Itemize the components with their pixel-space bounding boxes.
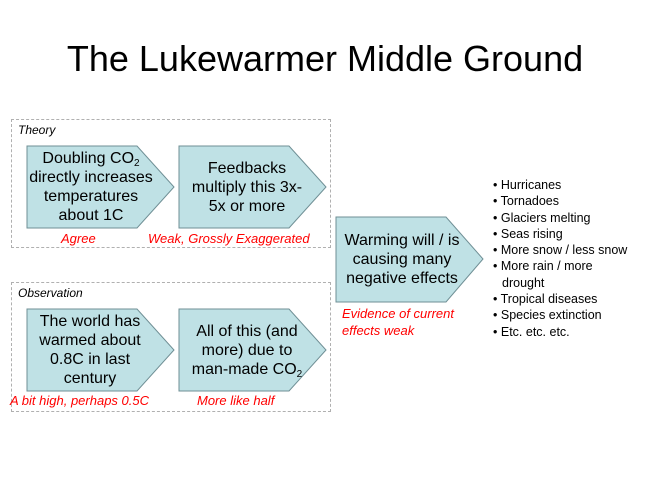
effects-note: Evidence of current effects weak [342,306,455,338]
observation-note-2: More like half [197,393,275,408]
list-item: Species extinction [493,307,650,323]
observation-arrow-1 [26,308,175,392]
list-item: Tornadoes [493,193,650,209]
observation-box-1-text: The world has warmed about 0.8C in last … [39,313,141,387]
list-item: Etc. etc. etc. [493,324,650,340]
theory-label: Theory [18,123,56,137]
theory-group: Theory [11,119,331,248]
theory-note-2: Weak, Grossly Exaggerated [148,231,310,246]
slide-title: The Lukewarmer Middle Ground [66,38,584,79]
list-item: More rain / more drought [493,258,612,291]
list-item: Glaciers melting [493,210,650,226]
observation-arrow-2 [178,308,327,392]
list-item: More snow / less snow [493,242,650,258]
observation-note-1: A bit high, perhaps 0.5C [10,393,149,408]
effects-box-text: Warming will / is causing many negative … [344,232,460,287]
effects-arrow [335,216,484,303]
list-item: Seas rising [493,226,650,242]
observation-group: Observation [11,282,331,412]
theory-box-2-text: Feedbacks multiply this 3x-5x or more [191,159,303,215]
observation-box-2-text: All of this (and more) due to man-made C… [191,322,303,380]
list-item: Hurricanes [493,177,650,193]
theory-arrow-1 [26,145,175,229]
theory-note-1: Agree [61,231,96,246]
list-item: Tropical diseases [493,291,650,307]
theory-arrow-2 [178,145,327,229]
observation-label: Observation [18,286,83,300]
effects-list: Hurricanes Tornadoes Glaciers melting Se… [493,177,650,340]
